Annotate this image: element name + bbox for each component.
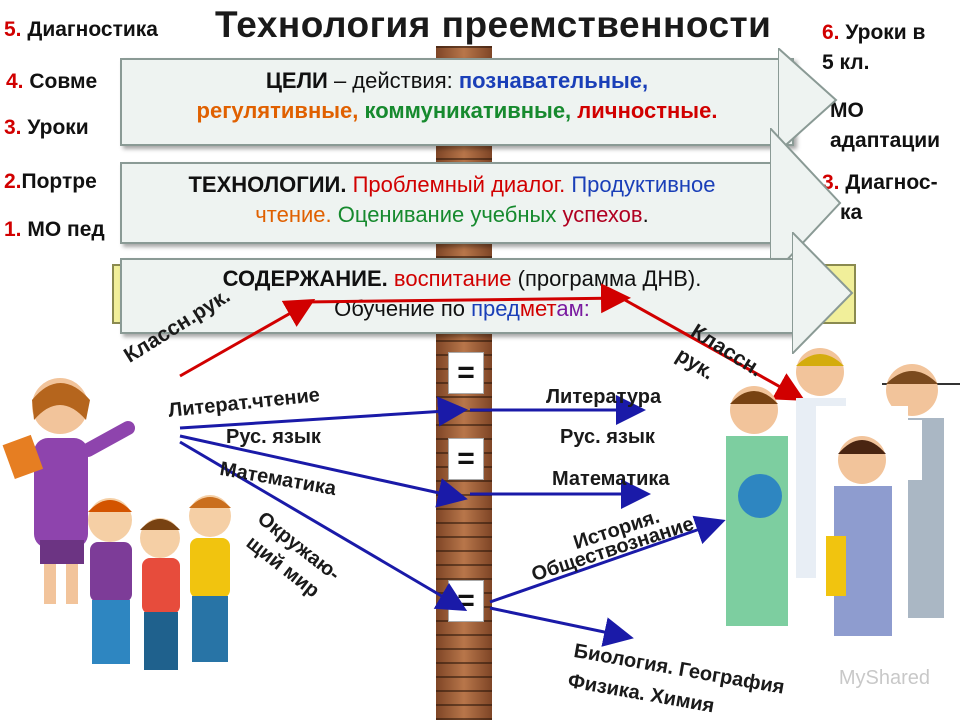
content-arrowhead [792, 232, 854, 354]
red-class-teacher-arrows [179, 283, 806, 401]
left-item-2: 2.Портре [4, 170, 97, 193]
blue-subject-arrows [179, 395, 726, 647]
watermark: MyShared [838, 667, 930, 689]
goals-arrowhead [778, 48, 838, 152]
subject-teachers-illustration [726, 348, 960, 706]
right-subject-literature: Литература [546, 386, 662, 408]
content-box: СОДЕРЖАНИЕ. воспитание (программа ДНВ). … [120, 258, 804, 334]
equals-sign-1: = [448, 352, 484, 394]
right-subject-math: Математика [552, 468, 670, 490]
left-subject-russian: Рус. язык [226, 426, 321, 448]
right-item-3: 3. Диагнос- ка [822, 171, 938, 224]
left-item-4: 4. Совме [6, 70, 98, 93]
technologies-arrowhead [770, 128, 842, 278]
page-title: Технология преемственности [215, 4, 772, 45]
goals-box: ЦЕЛИ – действия: познавательные, регулят… [120, 58, 794, 146]
left-item-5: 5. Диагностика [4, 18, 158, 41]
right-item-mo: МО адаптации [830, 99, 941, 152]
right-item-6: 6. Уроки в 5 кл. [822, 21, 926, 74]
technologies-box: ТЕХНОЛОГИИ. Проблемный диалог. Продуктив… [120, 162, 784, 244]
right-subject-russian: Рус. язык [560, 426, 655, 448]
left-item-3: 3. Уроки [4, 116, 89, 139]
equals-sign-2: = [448, 438, 484, 480]
left-item-1: 1. МО пед [4, 218, 105, 241]
teacher-and-children-illustration [2, 378, 231, 670]
